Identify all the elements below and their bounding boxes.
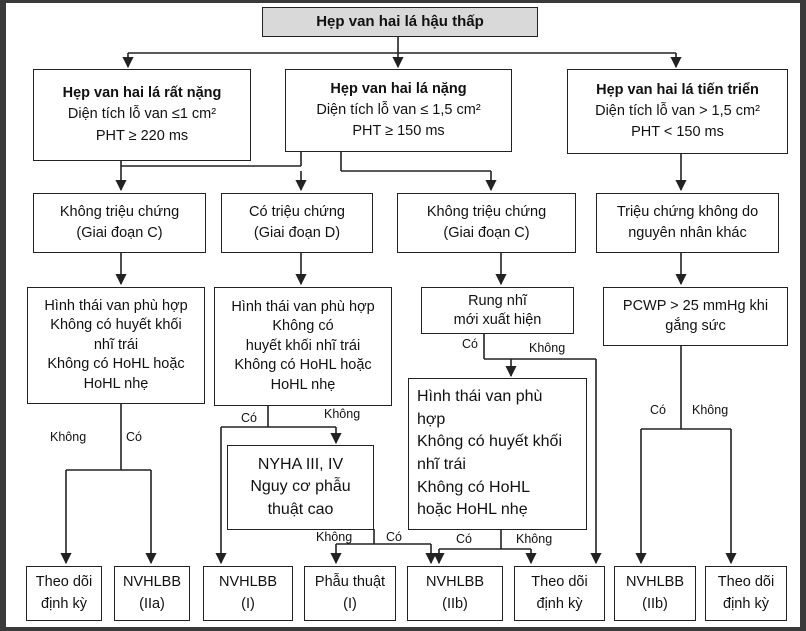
branch-label-no: Không	[324, 407, 361, 421]
criteria-line: Không có	[272, 318, 334, 335]
criteria-line: Rung nhĩ	[468, 292, 527, 309]
flowchart-title-box: Hẹp van hai lá hậu thấp	[262, 7, 538, 37]
outcome-monitor-1: Theo dõi định kỳ	[26, 566, 102, 621]
criteria-box-1: Hình thái van phù hợp Không có huyết khố…	[27, 287, 205, 404]
criteria-line: gắng sức	[665, 317, 726, 334]
stage-box-other-cause: Triệu chứng không do nguyên nhân khác	[596, 193, 779, 253]
progressive-pht: PHT < 150 ms	[631, 124, 724, 140]
criteria-line: HoHL nhẹ	[83, 375, 149, 392]
outcome-label: Theo dõi	[35, 574, 93, 591]
outcome-label: NVHLBB	[122, 574, 182, 591]
outcome-label: Theo dõi	[717, 574, 775, 591]
branch-label-yes: Có	[650, 403, 666, 417]
branch-label-no: Không	[692, 403, 729, 417]
branch-label-yes: Có	[462, 337, 478, 351]
stage-code: (Giai đoạn D)	[253, 225, 341, 241]
progressive-area: Diện tích lỗ van > 1,5 cm²	[595, 102, 760, 119]
criteria-line: huyết khối nhĩ trái	[245, 337, 361, 354]
criteria-line: mới xuất hiện	[453, 311, 542, 328]
very-severe-box: Hẹp van hai lá rất nặng Diện tích lỗ van…	[33, 69, 251, 161]
branch-label-no: Không	[50, 430, 87, 444]
outcome-label: NVHLBB	[218, 574, 278, 591]
outcome-label: Theo dõi	[531, 574, 588, 591]
outcome-nvhlbb-iia: NVHLBB (IIa)	[114, 566, 190, 621]
severe-pht: PHT ≥ 150 ms	[352, 123, 445, 139]
flowchart-title: Hẹp van hai lá hậu thấp	[316, 13, 484, 31]
very-severe-area: Diện tích lỗ van ≤1 cm²	[67, 106, 217, 123]
criteria-line: hoặc HoHL nhẹ	[417, 501, 528, 519]
outcome-class: (I)	[343, 595, 357, 612]
criteria-line: Hình thái van phù	[417, 387, 543, 405]
criteria-line: Không có huyết khối	[50, 317, 182, 334]
criteria-line: HoHL nhẹ	[270, 376, 336, 393]
branch-label-yes: Có	[241, 411, 257, 425]
criteria-line: nhĩ trái	[93, 336, 139, 353]
nyha-box: NYHA III, IV Nguy cơ phẫu thuật cao	[227, 445, 374, 530]
branch-label-yes: Có	[386, 530, 402, 544]
branch-label-no: Không	[316, 530, 353, 544]
branch-label-yes: Có	[456, 532, 472, 546]
criteria-line: NYHA III, IV	[257, 455, 344, 473]
outcome-label: Phẫu thuật	[314, 574, 386, 591]
progressive-box: Hẹp van hai lá tiến triển Diện tích lỗ v…	[567, 69, 788, 154]
outcome-detail: định kỳ	[41, 595, 87, 612]
branch-label-yes: Có	[126, 430, 142, 444]
outcome-monitor-2: Theo dõi định kỳ	[514, 566, 605, 621]
stage-box-asymptomatic-c2: Không triệu chứng (Giai đoạn C)	[397, 193, 576, 253]
outcome-label: NVHLBB	[425, 574, 485, 591]
outcome-detail: định kỳ	[723, 595, 769, 612]
pcwp-box: PCWP > 25 mmHg khi gắng sức	[603, 287, 788, 346]
very-severe-name: Hẹp van hai lá rất nặng	[62, 85, 222, 102]
outcome-class: (I)	[241, 595, 255, 612]
very-severe-pht: PHT ≥ 220 ms	[95, 127, 189, 144]
outcome-label: NVHLBB	[625, 574, 685, 591]
stage-label: Không triệu chứng	[59, 203, 180, 220]
criteria-line: Hình thái van phù hợp	[44, 297, 188, 314]
criteria-line: nhĩ trái	[417, 456, 466, 473]
severe-box: Hẹp van hai lá nặng Diện tích lỗ van ≤ 1…	[285, 69, 512, 152]
stage-label: Có triệu chứng	[249, 203, 345, 220]
criteria-line: Hình thái van phù hợp	[231, 298, 375, 315]
stage-box-symptomatic-d: Có triệu chứng (Giai đoạn D)	[221, 193, 373, 253]
criteria-line: Nguy cơ phẫu	[250, 478, 351, 496]
criteria-line: Không có huyết khối	[417, 433, 562, 451]
criteria-line: PCWP > 25 mmHg khi	[622, 297, 769, 314]
branch-label-no: Không	[516, 532, 553, 546]
progressive-name: Hẹp van hai lá tiến triển	[596, 81, 759, 98]
stage-label: Triệu chứng không do	[616, 203, 759, 220]
stage-label: Không triệu chứng	[426, 203, 547, 220]
outcome-class: (IIb)	[642, 595, 668, 612]
criteria-line: Không có HoHL	[417, 478, 530, 496]
criteria-box-3: Hình thái van phù hợp Không có huyết khố…	[408, 378, 587, 530]
outcome-nvhlbb-i: NVHLBB (I)	[203, 566, 293, 621]
new-atrial-fibrillation-box: Rung nhĩ mới xuất hiện	[421, 287, 574, 334]
stage-code: (Giai đoạn C)	[443, 225, 530, 241]
outcome-class: (IIb)	[442, 595, 468, 612]
outcome-nvhlbb-iib-2: NVHLBB (IIb)	[614, 566, 696, 621]
severe-name: Hẹp van hai lá nặng	[330, 80, 467, 97]
connector-lines	[60, 37, 737, 565]
outcome-nvhlbb-iib-1: NVHLBB (IIb)	[407, 566, 503, 621]
criteria-line: hợp	[417, 410, 446, 428]
outcome-detail: định kỳ	[536, 595, 583, 612]
stage-code: (Giai đoạn C)	[76, 225, 163, 241]
branch-label-no: Không	[529, 341, 566, 355]
criteria-box-2: Hình thái van phù hợp Không có huyết khố…	[214, 287, 392, 406]
criteria-line: Không có HoHL hoặc	[234, 357, 372, 374]
criteria-line: Không có HoHL hoặc	[47, 356, 185, 373]
outcome-monitor-3: Theo dõi định kỳ	[705, 566, 787, 621]
outcome-surgery-i: Phẫu thuật (I)	[304, 566, 396, 621]
severe-area: Diện tích lỗ van ≤ 1,5 cm²	[316, 101, 481, 118]
stage-box-asymptomatic-c1: Không triệu chứng (Giai đoạn C)	[33, 193, 206, 253]
criteria-line: thuật cao	[267, 500, 334, 518]
outcome-class: (IIa)	[139, 595, 165, 612]
stage-detail: nguyên nhân khác	[628, 225, 747, 241]
flowchart-canvas: Hẹp van hai lá hậu thấp Hẹp van hai lá r…	[6, 3, 800, 627]
